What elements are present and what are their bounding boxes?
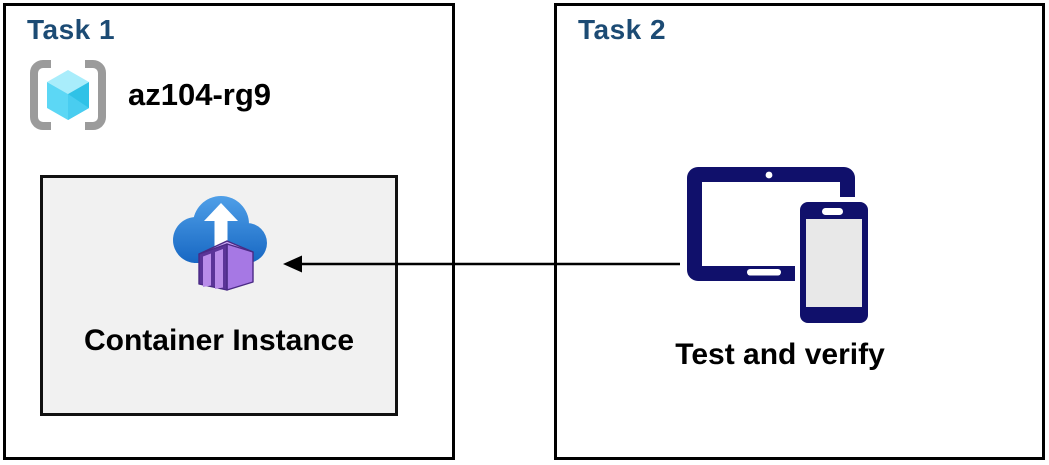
container-instance-box: Container Instance xyxy=(40,175,398,416)
resource-group-row: az104-rg9 xyxy=(28,58,271,132)
container-shape xyxy=(198,240,254,291)
resource-group-name: az104-rg9 xyxy=(128,77,272,112)
container-instance-label: Container Instance xyxy=(83,324,355,357)
task2-title: Task 2 xyxy=(578,14,667,45)
container-instance-icon xyxy=(173,196,267,291)
upload-arrow-icon xyxy=(204,203,238,248)
arrow-left-icon xyxy=(283,255,680,273)
phone-icon xyxy=(795,197,873,327)
test-and-verify-caption: Test and verify xyxy=(675,338,885,371)
resource-group-icon xyxy=(30,60,106,130)
tablet-phone-devices-icon xyxy=(687,167,873,327)
task2-box: Task 2 Test and verify xyxy=(554,3,1045,460)
task1-box: Task 1 az104-rg9 xyxy=(3,3,455,460)
task1-title: Task 1 xyxy=(27,14,116,45)
